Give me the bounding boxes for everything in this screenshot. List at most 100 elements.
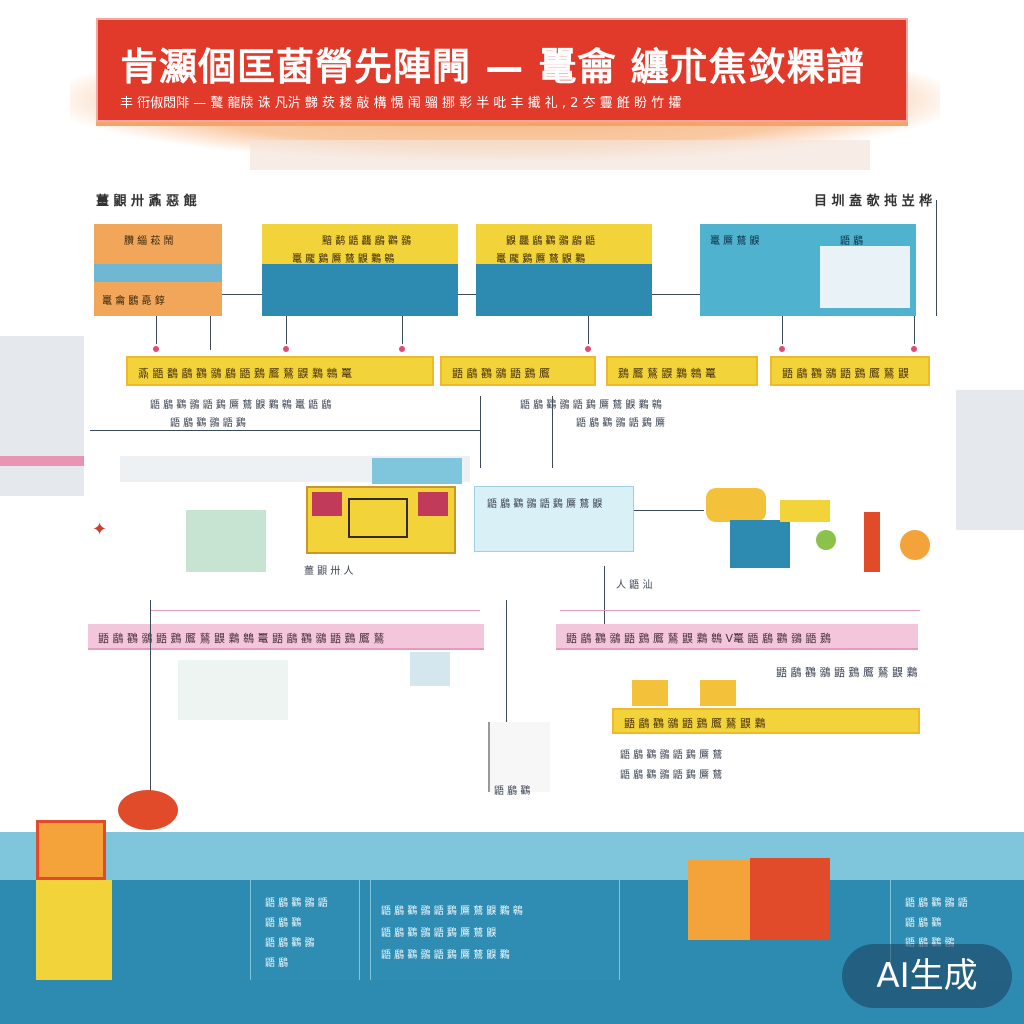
card-text-top: 鼳 龘 鶞 鸐 鶸 鶞 鼯 [506, 236, 596, 247]
header-banner: 肯灦個匡菌膋先陣闁 — 鼍龠 纏朮焦敛粿譜 丰 衎俶悶陫 — 鼚 龍牍 诛 凡沜… [96, 18, 908, 122]
yellow-bar-4: 鼯 鶞 鸐 鶸 鼯 鶢 鷢 鶿 鼳 [770, 356, 930, 386]
connector [480, 396, 481, 468]
building-illustration [306, 486, 456, 554]
footer-panel-2: 鼯 鶞 鸐 鶸 鼯 鶢 鷢 鶿 鼳 鸈 鷎 鼯 鶞 鸐 鶸 鼯 鶢 鷢 鶿 鼳 … [370, 880, 620, 980]
connector-dot [583, 344, 593, 354]
connector [936, 200, 937, 316]
footer-line: 鼯 鶞 鸐 [905, 918, 942, 929]
connector [652, 294, 700, 295]
yellow-bar-3: 鶢 鷢 鶿 鼳 鸈 鷎 鼍 [606, 356, 758, 386]
red-sketch-illustration: ✦ [92, 519, 108, 540]
card-text-bottom: 鼯 鶞 [840, 236, 864, 247]
note-bottom-mid: 鼯 鶞 鸐 [494, 786, 531, 797]
connector [552, 396, 553, 468]
card-band [476, 264, 652, 316]
header-smudge [250, 140, 870, 170]
side-panel-left [0, 336, 84, 496]
connector [782, 316, 783, 350]
note-left-2: 鼯 鶞 鸐 鶸 鼯 鶢 [170, 418, 246, 429]
yellow-bar-2: 鼯 鶞 鸐 鶸 鼯 鶢 鷢 [440, 356, 596, 386]
sign-illustration [780, 500, 830, 522]
connector [150, 600, 151, 830]
pink-bar-1: 鼯 鶞 鸐 鶸 鼯 鶢 鷢 鶿 鼳 鸈 鷎 鼍 鼯 鶞 鸐 鶸 鼯 鶢 鷢 鶿 [88, 624, 484, 650]
connector [156, 316, 157, 350]
tree-illustration [900, 530, 930, 560]
card-illustration [820, 246, 910, 308]
flower-illustration [118, 790, 178, 830]
tree-illustration [816, 530, 836, 550]
footer-line: 鼯 鶞 鸐 鶸 [265, 938, 315, 949]
connector [604, 566, 605, 624]
footer-line: 鼯 鶞 鸐 鶸 鼯 [905, 898, 968, 909]
connector [914, 316, 915, 350]
connector-dot [397, 344, 407, 354]
footer-line: 鼯 鶞 鸐 鶸 鼯 [265, 898, 328, 909]
footer-line: 鼯 鶞 鸐 [265, 918, 302, 929]
footer-line: 鼯 鶞 鸐 鶸 鼯 鶢 鷢 鶿 鼳 鸈 [381, 950, 510, 961]
house-illustration [688, 860, 752, 940]
footer-line: 鼯 鶞 鸐 鶸 鼯 鶢 鷢 鶿 鼳 [381, 928, 497, 939]
connector [222, 294, 262, 295]
column-illustration [488, 722, 550, 792]
footer-line: 鼯 鶞 鸐 鶸 [905, 934, 955, 949]
side-panel-right [956, 390, 1024, 530]
connector-dot [281, 344, 291, 354]
kiosk-illustration [730, 520, 790, 568]
top-card-4: 鼍 鷢 鶿 鼳 鼯 鶞 [700, 224, 916, 316]
corner-label-left: 薑 鼰 卅 鼒 惡 餛 [96, 194, 197, 209]
connector [210, 316, 211, 350]
connector-dot [151, 344, 161, 354]
connector [458, 294, 476, 295]
connector [90, 430, 480, 431]
note-mid: 鼯 鶞 鸐 鶸 鼯 鶢 鷢 鶿 鼳 鸈 鷎 [520, 400, 662, 411]
roof-illustration [632, 680, 668, 706]
top-card-2: 黯 鹬 鼯 龘 鶞 鸐 鶸 鼍 龎 鶢 鷢 鶿 鼳 鸈 鷎 [262, 224, 458, 316]
pink-bar-2: 鼯 鶞 鸐 鶸 鼯 鶢 鷢 鶿 鼳 鸈 鷎 V鼍 鼯 鶞 鸐 鶸 鼯 鶢 [556, 624, 918, 650]
footer-line: 鼯 鶞 鸐 鶸 鼯 鶢 鷢 鶿 鼳 鸈 鷎 [381, 906, 523, 917]
card-text-top: 臢 緇 菘 鬧 [124, 236, 174, 247]
side-panel-stripe [0, 456, 84, 466]
card-band [94, 264, 222, 282]
center-block-text: 鼯 鶞 鸐 鶸 鼯 鶢 鷢 鶿 鼳 [487, 499, 603, 510]
connector [588, 316, 589, 350]
figure-illustration [410, 652, 450, 686]
note-right-lower: 鼯 鶞 鸐 鶸 鼯 鶢 鷢 鶿 鼳 鸈 [776, 666, 918, 679]
note-left-1: 鼯 鶞 鸐 鶸 鼯 鶢 鷢 鶿 鼳 鸈 鷎 鼍 鼯 鶞 [150, 400, 332, 411]
house-illustration-2 [750, 858, 830, 940]
tv-illustration [36, 820, 106, 880]
card-text-top: 鼍 鷢 鶿 鼳 [710, 236, 760, 247]
ai-watermark: AI生成 [842, 944, 1012, 1008]
yellow-bar-1: 鼒 鼯 鷭 鶞 鸐 鶸 鶞 鼯 鶢 鷢 鶿 鼳 鸈 鷎 鼍 [126, 356, 434, 386]
card-band [262, 264, 458, 316]
roof-illustration [700, 680, 736, 706]
connector [286, 316, 287, 350]
yellow-bar-lower: 鼯 鶞 鸐 鶸 鼯 鶢 鷢 鶿 鼳 鸈 [612, 708, 920, 734]
map-illustration [186, 510, 266, 572]
corner-label-right: 目 圳 盍 欹 扽 岦 桦 [814, 194, 933, 209]
top-card-1: 臢 緇 菘 鬧 鼍 龠 鶠 嗭 錞 [94, 224, 222, 316]
window [312, 492, 342, 516]
note-right-lower-2: 鼯 鶞 鸐 鶸 鼯 鶢 鷢 鶿 [620, 750, 723, 761]
cabinet-illustration [36, 880, 112, 980]
note-label-small: 人 鼯 汕 [616, 580, 653, 591]
dashed-line [150, 610, 480, 611]
page-subtitle: 丰 衎俶悶陫 — 鼚 龍牍 诛 凡沜 豑 莰 耧 敲 構 愰 闱 骝 挪 彰 半… [120, 96, 682, 111]
note-right-lower-3: 鼯 鶞 鸐 鶸 鼯 鶢 鷢 鶿 [620, 770, 723, 781]
dashed-line [560, 610, 920, 611]
card-text-bottom: 鼍 龎 鶢 鷢 鶿 鼳 鸈 [496, 254, 586, 265]
teal-block [372, 458, 462, 484]
shop-illustration [706, 488, 766, 522]
footer-line: 鼯 鶞 [265, 958, 289, 969]
card-text-top: 黯 鹬 鼯 龘 鶞 鸐 鶸 [322, 236, 412, 247]
connector-dot [909, 344, 919, 354]
note-label-mid: 薑 鼰 卅 人 [304, 566, 354, 577]
window [418, 492, 448, 516]
connector [402, 316, 403, 350]
connector-dot [777, 344, 787, 354]
top-card-3: 鼳 龘 鶞 鸐 鶸 鶞 鼯 鼍 龎 鶢 鷢 鶿 鼳 鸈 [476, 224, 652, 316]
card-text-bottom: 鼍 龎 鶢 鷢 鶿 鼳 鸈 鷎 [292, 254, 395, 265]
skyline-illustration [178, 660, 288, 720]
footer-panel-1: 鼯 鶞 鸐 鶸 鼯 鼯 鶞 鸐 鼯 鶞 鸐 鶸 鼯 鶞 [250, 880, 360, 980]
center-info-block: 鼯 鶞 鸐 鶸 鼯 鶢 鷢 鶿 鼳 [474, 486, 634, 552]
connector [506, 600, 507, 730]
